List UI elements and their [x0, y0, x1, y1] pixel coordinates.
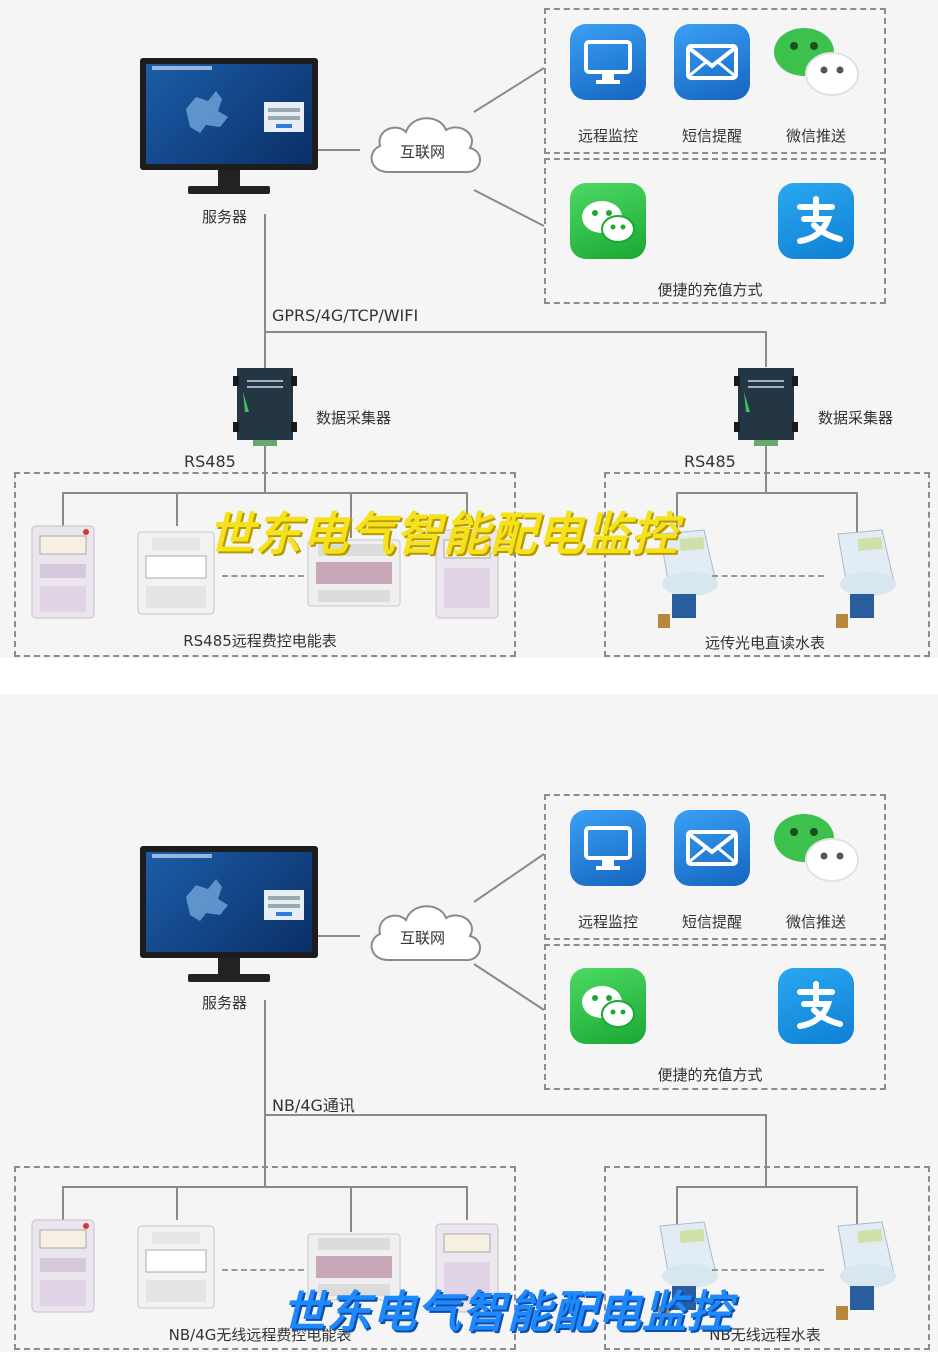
app-label-sms: 短信提醒 — [681, 127, 742, 145]
water-meter-group — [604, 1166, 930, 1350]
water-meter-group — [604, 472, 930, 657]
sms-mail-icon — [674, 810, 750, 886]
server-label: 服务器 — [202, 994, 248, 1012]
notification-apps-box — [544, 8, 886, 154]
server-monitor-icon — [140, 58, 318, 198]
collector-right-label: 数据采集器 — [818, 409, 894, 427]
electric-group-label: NB/4G无线远程费控电能表 — [168, 1326, 352, 1344]
app-label-remote-monitor: 远程监控 — [577, 127, 638, 145]
app-label-wechat-push: 微信推送 — [785, 913, 846, 931]
water-meter-icon — [658, 529, 718, 628]
notification-apps-box — [544, 794, 886, 940]
app-label-sms: 短信提醒 — [681, 913, 742, 931]
payment-box — [544, 944, 886, 1090]
remote-monitor-icon — [570, 810, 646, 886]
internet-label: 互联网 — [400, 929, 446, 947]
electric-meter-icon — [307, 539, 401, 607]
wechat-pay-icon — [570, 183, 646, 259]
water-meter-icon — [658, 1221, 718, 1320]
brand-watermark: 世东电气智能配电监控 — [208, 507, 678, 561]
alipay-icon — [778, 968, 854, 1044]
sms-mail-icon — [674, 24, 750, 100]
electric-meter-icon — [307, 1233, 401, 1301]
brand-watermark: 世东电气智能配电监控 — [282, 1287, 732, 1338]
wechat-push-icon — [770, 808, 862, 888]
electric-meter-icon — [435, 1223, 499, 1313]
internet-label: 互联网 — [400, 143, 446, 161]
link-protocol-label: GPRS/4G/TCP/WIFI — [272, 306, 419, 325]
server-monitor-icon — [140, 846, 318, 986]
data-collector-right-icon — [734, 368, 798, 446]
collector-left-label: 数据采集器 — [316, 409, 392, 427]
app-label-wechat-push: 微信推送 — [785, 127, 846, 145]
data-collector-left-icon — [233, 368, 297, 446]
payment-box — [544, 158, 886, 304]
server-label: 服务器 — [202, 208, 248, 226]
electric-meter-icon — [435, 529, 499, 619]
alipay-icon — [778, 183, 854, 259]
wechat-push-icon — [770, 22, 862, 102]
diagram-panel-nb: 服务器 互联网 远程监控 短信提醒 微信推送 便捷的充值方式 NB/4G通讯 — [0, 694, 938, 1352]
internet-cloud-icon — [370, 117, 481, 174]
water-meter-icon — [836, 529, 896, 628]
internet-cloud-icon — [370, 905, 481, 962]
electric-meter-icon — [31, 525, 95, 619]
electric-meter-icon — [31, 1219, 95, 1313]
water-group-label: 远传光电直读水表 — [704, 634, 825, 652]
rs485-right-label: RS485 — [684, 452, 736, 471]
water-meter-icon — [836, 1221, 896, 1320]
electric-meter-icon — [137, 531, 215, 615]
electric-group-label: RS485远程费控电能表 — [183, 632, 337, 650]
link-protocol-label: NB/4G通讯 — [272, 1096, 355, 1115]
diagram-panel-rs485: 服务器 互联网 远程监控 短信提醒 微信推送 便捷的充值方式 GPRS/4G/T… — [0, 0, 938, 658]
recharge-label: 便捷的充值方式 — [657, 1066, 763, 1084]
wechat-pay-icon — [570, 968, 646, 1044]
electric-meter-icon — [137, 1225, 215, 1309]
rs485-left-label: RS485 — [184, 452, 236, 471]
electric-meter-group — [14, 1166, 516, 1350]
remote-monitor-icon — [570, 24, 646, 100]
water-group-label: NB无线远程水表 — [709, 1326, 821, 1344]
app-label-remote-monitor: 远程监控 — [577, 913, 638, 931]
recharge-label: 便捷的充值方式 — [657, 281, 763, 299]
